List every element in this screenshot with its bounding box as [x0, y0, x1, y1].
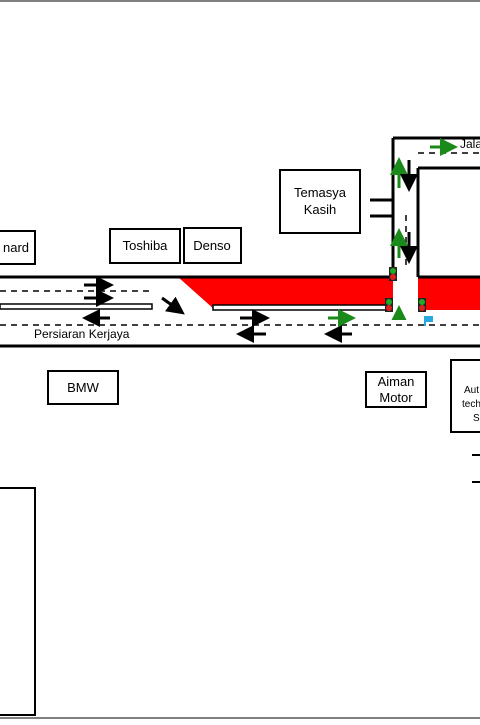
building-pioneer	[0, 230, 36, 265]
building-toshiba-label: Toshiba	[123, 238, 169, 253]
road-label-jalan: Jala	[460, 137, 480, 151]
building-temasya-kasih	[279, 169, 361, 234]
traffic-signal-3	[418, 298, 426, 312]
arrow-merge	[161, 296, 185, 315]
flag-icon	[424, 316, 433, 326]
building-aiman-motor	[365, 371, 427, 408]
building-bmw	[47, 370, 119, 405]
traffic-signal-2	[385, 298, 393, 312]
building-toshiba	[109, 228, 181, 264]
building-denso-label: Denso	[193, 238, 231, 253]
building-pioneer-label: nard	[3, 240, 29, 255]
building-bmw-label: BMW	[67, 380, 100, 395]
traffic-signal-1	[389, 267, 397, 281]
building-autotech-label-2: tech	[462, 399, 480, 410]
building-autotech-label-1: Aut	[464, 385, 479, 396]
building-temasya-label-2: Kasih	[304, 202, 337, 217]
median-west	[0, 303, 153, 310]
building-aiman-label-2: Motor	[379, 390, 413, 405]
congestion-zone-east	[418, 277, 480, 310]
road-label-persiaran-kerjaya: Persiaran Kerjaya	[34, 327, 130, 341]
green-arrow-turn	[391, 305, 407, 321]
building-autotech-label-3: S	[473, 413, 480, 424]
congestion-zone-west	[178, 277, 393, 310]
median-east	[212, 304, 389, 311]
building-large-southwest	[0, 487, 36, 716]
building-aiman-label-1: Aiman	[378, 374, 415, 389]
building-temasya-label-1: Temasya	[294, 185, 347, 200]
building-denso	[183, 227, 242, 264]
building-autotech	[450, 359, 480, 433]
